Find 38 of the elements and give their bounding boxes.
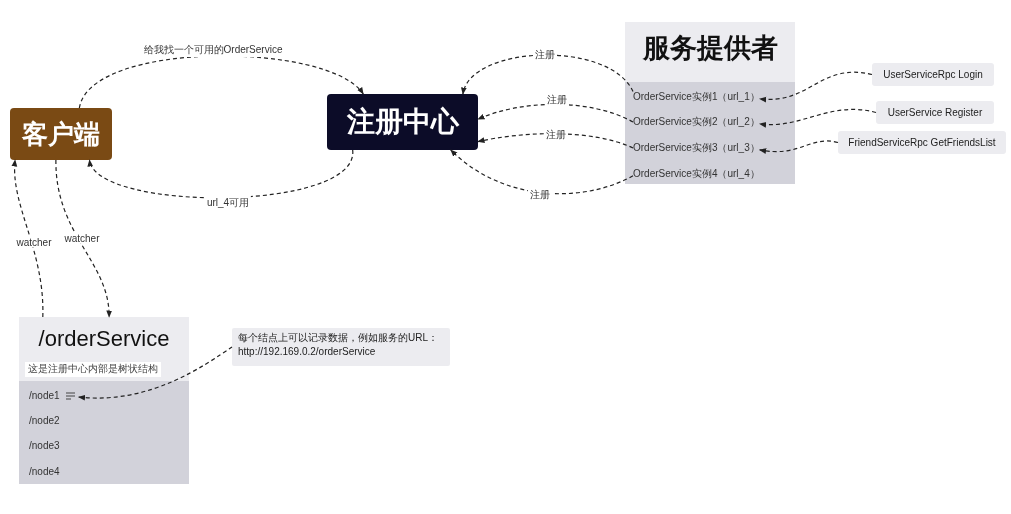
arrow <box>462 54 634 95</box>
edge-label: 注册 <box>545 93 569 107</box>
arrow <box>477 103 634 123</box>
edge-label: 注册 <box>544 128 568 142</box>
instance-label: OrderService实例4（url_4） <box>633 165 760 183</box>
arrow <box>450 149 634 195</box>
edge-label: url_4可用 <box>204 196 252 210</box>
instance-label: OrderService实例3（url_3） <box>633 139 760 157</box>
edge-label: 注册 <box>533 48 557 62</box>
instance-label: OrderService实例1（url_1） <box>633 88 760 106</box>
tag-box: FriendServiceRpc GetFriendsList <box>838 131 1006 154</box>
arrow <box>759 71 873 102</box>
node-path: /node1 <box>29 389 60 403</box>
client-box: 客户端 <box>10 108 112 160</box>
arrow <box>88 149 354 199</box>
panel-title: /orderService <box>37 326 171 352</box>
arrow <box>759 108 877 128</box>
arrow <box>77 346 233 401</box>
registry-box: 注册中心 <box>327 94 478 150</box>
tree-panel <box>19 317 189 484</box>
arrow <box>759 140 839 154</box>
note-box: 每个结点上可以记录数据，例如服务的URL： http://192.169.0.2/orderService <box>232 328 450 366</box>
node-path: /node4 <box>29 464 60 479</box>
tag-box: UserServiceRpc Login <box>872 63 994 86</box>
edge-label: watcher <box>62 232 102 244</box>
arrow <box>477 133 634 149</box>
subtitle-tag: 这是注册中心内部是树状结构 <box>25 362 161 377</box>
edge-label: 注册 <box>528 188 552 202</box>
tag-box: UserService Register <box>876 101 994 124</box>
panel-title: 服务提供者 <box>641 32 779 65</box>
arrow <box>11 159 44 318</box>
provider-panel <box>625 22 795 184</box>
instance-label: OrderService实例2（url_2） <box>633 113 760 131</box>
edge-label: 给我找一个可用的OrderService <box>141 43 285 57</box>
node-path: /node3 <box>29 438 60 453</box>
node-path: /node2 <box>29 413 60 428</box>
arrow <box>55 159 112 318</box>
edge-label: watcher <box>14 236 54 248</box>
